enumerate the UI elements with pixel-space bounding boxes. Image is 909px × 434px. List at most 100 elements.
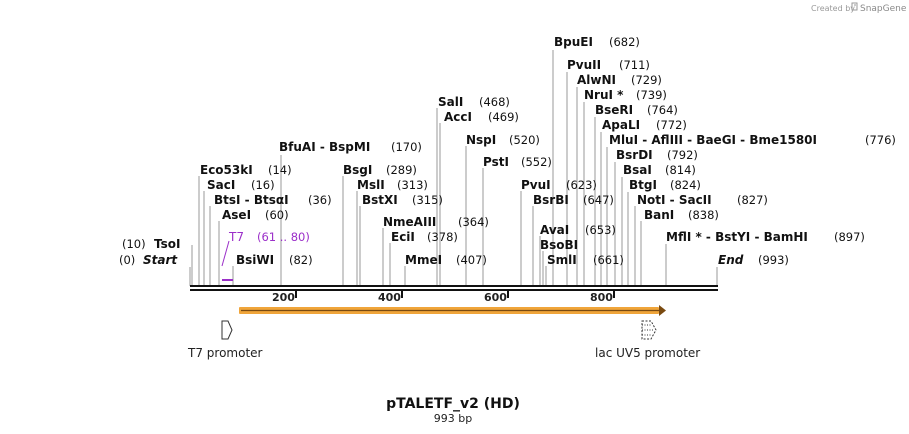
site-label-nspi[interactable]: NspI [466,133,496,147]
site-pos-nrui: (739) [636,88,667,102]
orf-arrowhead-icon [659,305,666,316]
feature-label-lacuv5-promoter[interactable]: lac UV5 promoter [595,346,700,360]
site-label-tsoi[interactable]: TsoI [154,237,180,251]
site-label-pvui[interactable]: PvuI [521,178,551,192]
site-pos-btsi: (36) [308,193,332,207]
plasmid-name: pTALETF_v2 (HD) [386,396,520,412]
site-label-mfli[interactable]: MflI * - BstYI - BamHI [666,230,808,244]
feature-label-t7-promoter[interactable]: T7 promoter [187,346,263,360]
site-label-sali[interactable]: SalI [438,95,463,109]
site-pos-bfuai: (170) [391,140,422,154]
site-pos-nmeaiii: (364) [458,215,489,229]
promoter-arrow-icon [221,320,233,340]
site-label-bsai[interactable]: BsaI [623,163,652,177]
site-pos-btgi: (824) [670,178,701,192]
site-label-nmeaiii[interactable]: NmeAIII [383,215,436,229]
site-pos-noti: (827) [737,193,768,207]
site-pos-bstxi: (315) [412,193,443,207]
site-label-bsiwi[interactable]: BsiWI [236,253,274,267]
site-pos-avai: (653) [585,223,616,237]
site-label-end[interactable]: End [718,253,744,267]
site-label-acci[interactable]: AccI [444,110,472,124]
ruler: 200 400 600 800 [272,291,615,304]
plasmid-length: 993 bp [434,412,472,425]
ruler-label-600: 600 [484,291,507,304]
site-leader-lines [189,50,718,286]
site-label-saci[interactable]: SacI [207,178,235,192]
site-label-bani[interactable]: BanI [644,208,674,222]
site-label-start[interactable]: Start [143,253,178,267]
site-pos-tsoi: (10) [122,237,146,251]
promoter-arrow-icon [641,320,657,340]
site-label-bsgi[interactable]: BsgI [343,163,372,177]
site-pos-ecii: (378) [427,230,458,244]
site-labels: Start (0) TsoI (10) BsiWI (82) AseI (60)… [119,35,896,267]
site-label-asei[interactable]: AseI [222,208,251,222]
primer-label[interactable]: T7 [228,230,244,244]
site-label-bsobi[interactable]: BsoBI [540,238,578,252]
site-label-msli[interactable]: MslI [357,178,385,192]
credit: Created by SnapGene [811,2,907,14]
site-pos-apali: (772) [656,118,687,132]
site-pos-bani: (838) [688,208,719,222]
site-label-mlui[interactable]: MluI - AflIII - BaeGI - Bme1580I [609,133,817,147]
site-pos-pvuii: (711) [619,58,650,72]
site-label-btgi[interactable]: BtgI [629,178,657,192]
site-label-noti[interactable]: NotI - SacII [637,193,712,207]
site-pos-saci: (16) [251,178,275,192]
site-label-mmei[interactable]: MmeI [405,253,442,267]
site-pos-pvui: (623) [566,178,597,192]
site-pos-start: (0) [119,253,135,267]
site-pos-mlui: (776) [865,133,896,147]
site-pos-bsgi: (289) [386,163,417,177]
site-pos-alwni: (729) [631,73,662,87]
ruler-label-800: 800 [590,291,613,304]
feature-t7-promoter[interactable]: T7 promoter [187,320,263,360]
site-pos-bseri: (764) [647,103,678,117]
site-label-avai[interactable]: AvaI [540,223,569,237]
primer-range: (61 .. 80) [257,230,310,244]
site-label-bseri[interactable]: BseRI [595,103,633,117]
credit-brand[interactable]: SnapGene [860,4,907,14]
site-label-alwni[interactable]: AlwNI [577,73,616,87]
site-pos-asei: (60) [265,208,289,222]
site-pos-msli: (313) [397,178,428,192]
site-pos-eco53ki: (14) [268,163,292,177]
site-pos-end: (993) [758,253,789,267]
site-label-smli[interactable]: SmlI [547,253,577,267]
site-pos-nspi: (520) [509,133,540,147]
site-pos-bpuei: (682) [609,35,640,49]
site-pos-bsrbi: (647) [583,193,614,207]
credit-prefix: Created by [811,4,855,13]
site-pos-sali: (468) [479,95,510,109]
site-pos-smli: (661) [593,253,624,267]
orf-arrow[interactable] [239,305,666,316]
site-pos-bsiwi: (82) [289,253,313,267]
site-pos-bsrdi: (792) [667,148,698,162]
site-label-bsrdi[interactable]: BsrDI [616,148,653,162]
site-label-btsi[interactable]: BtsI - BtsαI [214,193,289,207]
site-label-bfuai[interactable]: BfuAI - BspMI [279,140,370,154]
site-pos-bsai: (814) [665,163,696,177]
snapgene-logo-icon [851,2,858,11]
site-pos-mfli: (897) [834,230,865,244]
primer-leader [221,240,230,267]
site-label-psti[interactable]: PstI [483,155,509,169]
site-label-nrui[interactable]: NruI * [584,88,624,102]
site-label-bsrbi[interactable]: BsrBI [533,193,569,207]
site-pos-psti: (552) [521,155,552,169]
primer-t7[interactable]: T7 (61 .. 80) [221,230,310,281]
ruler-label-200: 200 [272,291,295,304]
dna-backbone [190,285,718,291]
site-label-pvuii[interactable]: PvuII [567,58,601,72]
site-label-bstxi[interactable]: BstXI [362,193,398,207]
site-label-eco53ki[interactable]: Eco53kI [200,163,253,177]
site-pos-mmei: (407) [456,253,487,267]
feature-lacuv5-promoter[interactable]: lac UV5 promoter [595,320,700,360]
site-label-apali[interactable]: ApaLI [602,118,640,132]
ruler-label-400: 400 [378,291,401,304]
site-pos-acci: (469) [488,110,519,124]
site-label-ecii[interactable]: EciI [391,230,415,244]
site-label-bpuei[interactable]: BpuEI [554,35,593,49]
